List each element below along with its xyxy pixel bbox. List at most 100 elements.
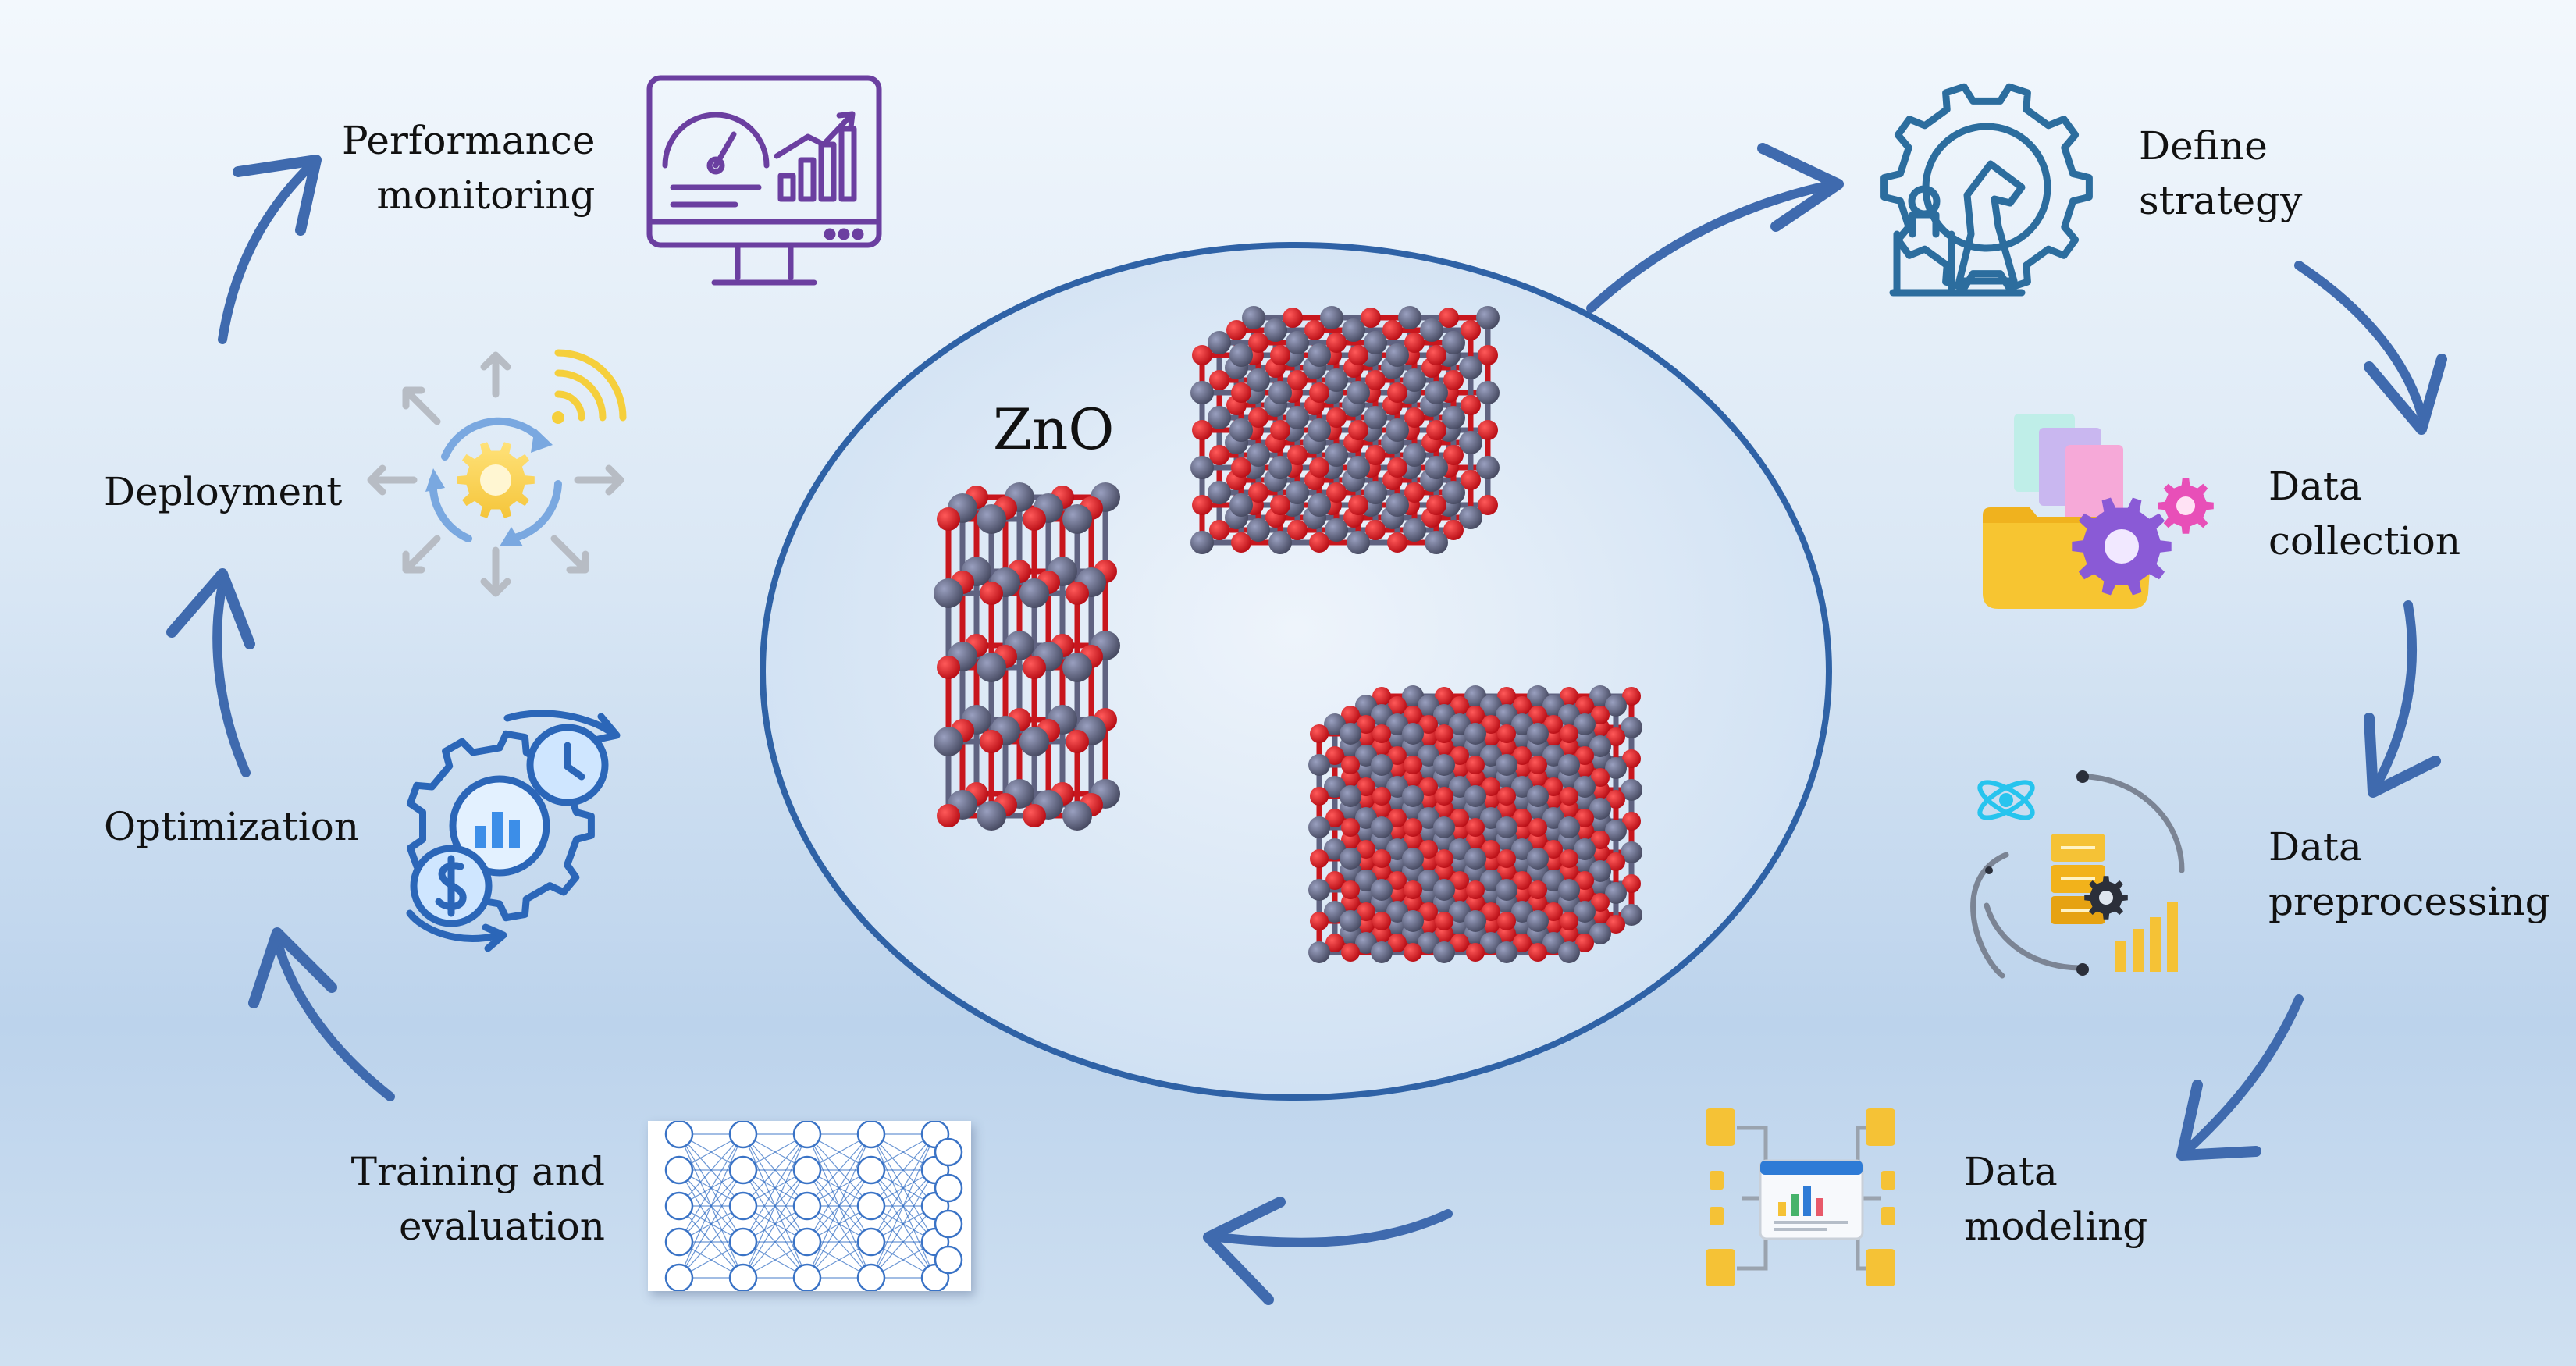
nn-node [792,1121,822,1149]
zno-crystal-supercell [1308,685,1642,963]
supercell-oxygen-atom [1544,902,1563,921]
upper-zinc-atom [1325,518,1348,542]
workflow-arrows [166,143,2447,1305]
supercell-zinc-atom [1574,776,1596,798]
upper-zinc-atom [1476,381,1500,404]
upper-oxygen-atom [1387,457,1407,478]
supercell-oxygen-atom [1388,871,1407,890]
supercell-oxygen-atom [1310,849,1329,868]
neural-network-graph [664,1121,963,1291]
nn-node [856,1155,886,1185]
supercell-oxygen-atom [1372,787,1391,806]
supercell-oxygen-atom [1497,724,1516,743]
upper-zinc-atom [1190,456,1214,479]
supercell-oxygen-atom [1513,809,1532,827]
supercell-oxygen-atom [1622,687,1641,706]
nn-node [856,1227,886,1257]
supercell-zinc-atom [1433,816,1455,838]
supercell-zinc-atom [1589,860,1611,882]
upper-oxygen-atom [1270,495,1290,515]
supercell-zinc-atom [1605,757,1627,779]
supercell-zinc-atom [1340,723,1361,745]
nn-node [728,1155,758,1185]
supercell-oxygen-atom [1419,840,1438,859]
supercell-oxygen-atom [1404,943,1422,962]
supercell-oxygen-atom [1606,727,1625,746]
supercell-oxygen-atom [1341,818,1360,837]
arrow-head-data-modeling [2176,1080,2261,1161]
supercell-oxygen-atom [1450,746,1469,765]
purple-gear-icon [2072,497,2172,596]
nn-node [856,1121,886,1149]
supercell-zinc-atom [1496,879,1517,901]
upper-oxygen-atom [1387,532,1407,553]
supercell-oxygen-atom [1450,871,1469,890]
upper-zinc-atom [1320,306,1343,329]
supercell-zinc-atom [1464,723,1486,745]
optimization-gear-clock-money-icon [406,710,621,952]
arrow-head-optimization [248,927,337,1008]
upper-zinc-atom [1347,456,1370,479]
supercell-zinc-atom [1464,848,1486,870]
supercell-zinc-atom [1527,785,1549,807]
supercell-oxygen-atom [1606,790,1625,809]
supercell-oxygen-atom [1388,696,1407,715]
supercell-oxygen-atom [1435,849,1453,868]
supercell-oxygen-atom [1560,724,1578,743]
upper-zinc-atom [1425,456,1448,479]
wurtzite-oxygen-atom [1066,582,1089,605]
upper-zinc-atom [1190,531,1214,554]
supercell-zinc-atom [1621,904,1642,926]
supercell-oxygen-atom [1435,687,1453,706]
supercell-oxygen-atom [1404,818,1422,837]
upper-zinc-atom [1247,368,1270,392]
atom-icon [1977,780,2035,820]
supercell-zinc-atom [1621,779,1642,801]
supercell-oxygen-atom [1357,715,1375,734]
supercell-oxygen-atom [1482,715,1500,734]
nn-node [664,1191,694,1221]
supercell-oxygen-atom [1325,871,1344,890]
nn-node [934,1173,963,1203]
signal-icon [554,349,627,422]
upper-zinc-atom [1268,456,1292,479]
upper-zinc-atom [1403,518,1426,542]
upper-zinc-atom [1325,443,1348,467]
supercell-oxygen-atom [1357,902,1375,921]
arrow-to-training [1213,1209,1453,1247]
upper-oxygen-atom [1404,407,1425,428]
supercell-oxygen-atom [1435,912,1453,930]
arrow-head-data-preprocessing [2364,713,2441,798]
upper-oxygen-atom [1461,470,1481,490]
supercell-zinc-atom [1308,941,1330,963]
supercell-oxygen-atom [1544,777,1563,796]
upper-oxygen-atom [1348,420,1368,440]
supercell-zinc-atom [1433,941,1455,963]
upper-oxygen-atom [1361,308,1381,328]
wurtzite-oxygen-atom [937,507,960,531]
supercell-oxygen-atom [1372,724,1391,743]
nn-node [664,1263,694,1291]
nn-node [792,1263,822,1291]
supercell-oxygen-atom [1622,749,1641,768]
upper-zinc-atom [1264,318,1287,342]
supercell-zinc-atom [1605,820,1627,841]
upper-zinc-atom [1229,343,1253,367]
supercell-oxygen-atom [1575,809,1594,827]
upper-zinc-atom [1364,406,1387,429]
supercell-zinc-atom [1402,785,1424,807]
supercell-oxygen-atom [1482,777,1500,796]
supercell-oxygen-atom [1482,840,1500,859]
supercell-oxygen-atom [1544,715,1563,734]
supercell-oxygen-atom [1372,912,1391,930]
upper-oxygen-atom [1478,420,1498,440]
upper-zinc-atom [1247,443,1270,467]
supercell-zinc-atom [1574,713,1596,735]
supercell-oxygen-atom [1419,777,1438,796]
supercell-oxygen-atom [1575,934,1594,952]
upper-zinc-atom [1459,356,1482,379]
supercell-oxygen-atom [1372,849,1391,868]
